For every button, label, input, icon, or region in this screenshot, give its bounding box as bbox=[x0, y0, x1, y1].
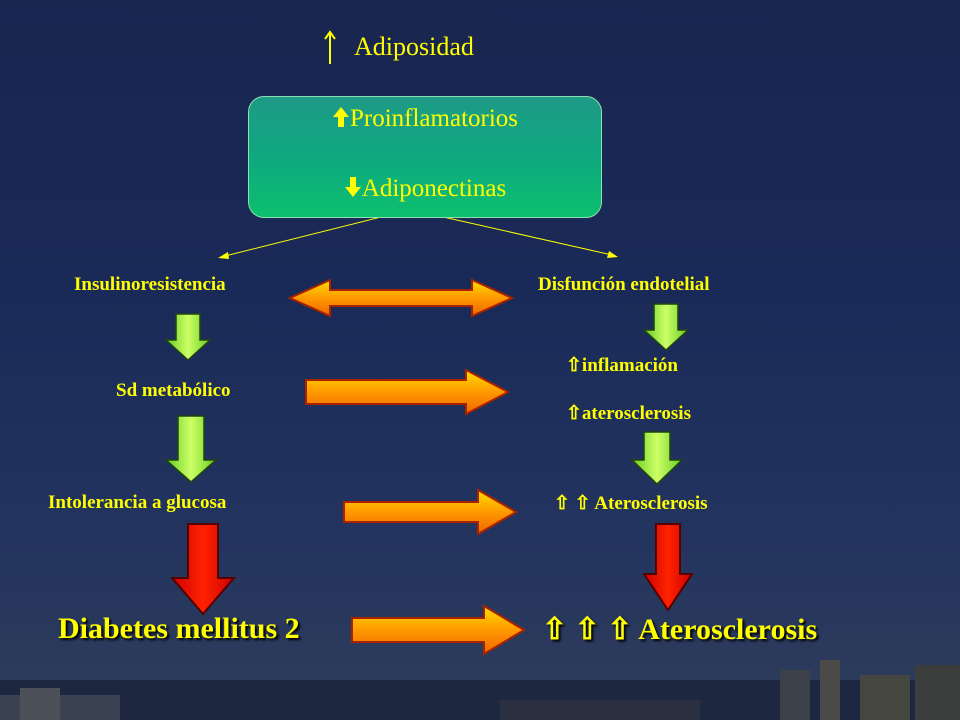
node-intolerancia-glucosa: Intolerancia a glucosa bbox=[48, 492, 227, 513]
up-outline-arrow-icon: ⇧ bbox=[574, 613, 600, 646]
box-adiponectinas-text: Adiponectinas bbox=[361, 175, 507, 202]
down-arrow-icon bbox=[344, 177, 361, 197]
box-line-adiponectinas: Adiponectinas bbox=[249, 175, 601, 203]
node-disfuncion-endotelial: Disfunción endotelial bbox=[538, 274, 710, 295]
up-outline-arrow-icon: ⇧ bbox=[566, 403, 582, 424]
node-inflamacion: ⇧inflamación bbox=[566, 354, 678, 377]
node-aterosclerosis-3: ⇧ ⇧ ⇧ Aterosclerosis bbox=[542, 612, 817, 647]
node-aterosclerosis-2: ⇧ ⇧ Aterosclerosis bbox=[554, 492, 708, 515]
node-inflamacion-text: inflamación bbox=[581, 355, 678, 376]
node-diabetes-mellitus-2: Diabetes mellitus 2 bbox=[58, 612, 300, 645]
up-arrow-icon bbox=[324, 30, 336, 64]
up-outline-arrow-icon: ⇧ bbox=[566, 355, 582, 376]
node-aterosclerosis-1: ⇧aterosclerosis bbox=[566, 402, 691, 425]
green-arrow-left-2 bbox=[164, 415, 218, 483]
red-arrow-left bbox=[169, 523, 237, 616]
inflammation-box: Proinflamatorios Adiponectinas bbox=[248, 96, 602, 218]
orange-arrow-3 bbox=[351, 604, 526, 656]
green-arrow-right-2 bbox=[630, 431, 684, 486]
box-proinflamatorios-text: Proinflamatorios bbox=[349, 105, 519, 132]
orange-arrow-1 bbox=[305, 368, 511, 416]
node-aterosclerosis-3-text: Aterosclerosis bbox=[638, 613, 818, 646]
box-to-insulin-line bbox=[218, 215, 386, 259]
red-arrow-right bbox=[642, 523, 694, 612]
box-line-proinflamatorios: Proinflamatorios bbox=[249, 105, 601, 133]
box-to-endothelial-line bbox=[429, 213, 618, 258]
up-outline-arrow-icon: ⇧ bbox=[574, 493, 591, 514]
up-outline-arrow-icon: ⇧ bbox=[607, 613, 633, 646]
up-outline-arrow-icon: ⇧ bbox=[542, 613, 568, 646]
city-silhouette bbox=[0, 660, 960, 720]
node-aterosclerosis-1-text: aterosclerosis bbox=[581, 403, 691, 424]
double-arrow-insulin-endothelial bbox=[287, 278, 515, 318]
up-arrow-icon bbox=[332, 107, 349, 127]
node-insulinoresistencia: Insulinoresistencia bbox=[74, 274, 226, 295]
orange-arrow-2 bbox=[343, 488, 518, 536]
diagram-title: Adiposidad bbox=[354, 32, 474, 61]
node-aterosclerosis-2-text: Aterosclerosis bbox=[594, 493, 708, 514]
up-outline-arrow-icon: ⇧ bbox=[554, 493, 570, 514]
green-arrow-left-1 bbox=[164, 313, 212, 362]
green-arrow-right-1 bbox=[642, 303, 690, 352]
node-sd-metabolico: Sd metabólico bbox=[116, 380, 231, 401]
